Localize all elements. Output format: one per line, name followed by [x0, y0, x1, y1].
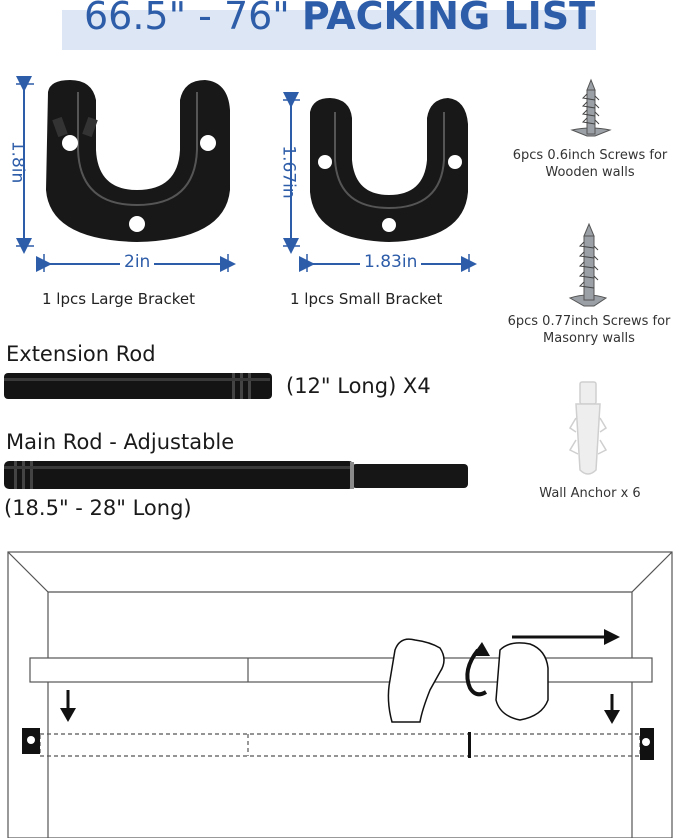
wood-screws-line2: Wooden walls	[545, 165, 635, 180]
wall-anchor-caption: Wall Anchor x 6	[539, 486, 641, 501]
small-bracket-height-label: 1.67in	[278, 145, 299, 199]
title-bold: PACKING LIST	[301, 0, 595, 38]
small-bracket-caption: 1 lpcs Small Bracket	[290, 290, 443, 308]
masonry-screws-caption: 6pcs 0.77inch Screws for Masonry walls	[498, 313, 679, 347]
large-bracket-width-label: 2in	[120, 252, 155, 272]
large-bracket-caption: 1 lpcs Large Bracket	[42, 290, 195, 308]
main-rod-image	[4, 461, 468, 489]
wood-screw-image	[570, 78, 612, 137]
main-rod-length: (18.5" - 28" Long)	[4, 496, 192, 520]
wall-anchor-image	[568, 381, 608, 475]
main-rod-title: Main Rod - Adjustable	[6, 430, 235, 454]
page-title: 66.5" - 76" PACKING LIST	[0, 0, 679, 38]
masonry-screws-line1: 6pcs 0.77inch Screws for	[507, 314, 671, 329]
small-bracket-width-label: 1.83in	[360, 252, 422, 272]
masonry-screws-line2: Masonry walls	[543, 331, 635, 346]
title-band	[62, 10, 596, 50]
extension-rod-title: Extension Rod	[6, 342, 156, 366]
large-bracket-height-label: 1.8in	[7, 140, 28, 184]
extension-rod-length: (12" Long) X4	[286, 374, 431, 398]
wood-screws-caption: 6pcs 0.6inch Screws for Wooden walls	[500, 147, 679, 181]
title-range: 66.5" - 76"	[84, 0, 290, 38]
extension-rod-image	[4, 373, 272, 399]
masonry-screw-image	[568, 222, 608, 307]
wood-screws-line1: 6pcs 0.6inch Screws for	[512, 148, 668, 163]
installation-diagram	[7, 551, 673, 838]
hands-illustration	[387, 638, 549, 723]
